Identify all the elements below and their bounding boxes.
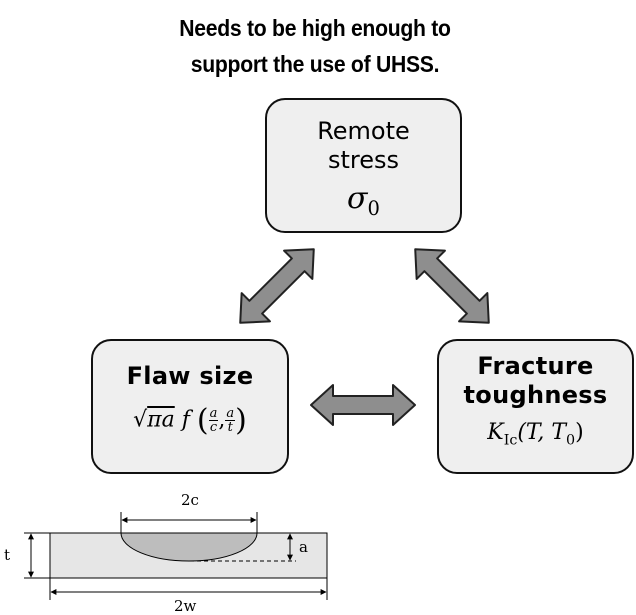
flaw-size-title: Flaw size bbox=[126, 362, 254, 390]
sqrt-argument: πa bbox=[147, 407, 175, 433]
fraction-1-numerator: a bbox=[208, 406, 219, 421]
fracture-toughness-formula: KIc(T, T0) bbox=[439, 420, 632, 448]
k-close-paren: ) bbox=[575, 420, 584, 445]
fracture-toughness-title: Fracture toughness bbox=[439, 352, 632, 410]
fraction-1-denominator: c bbox=[209, 420, 218, 435]
open-paren: ( bbox=[196, 403, 209, 438]
fraction-2-numerator: a bbox=[225, 406, 236, 421]
remote-stress-formula: σ0 bbox=[267, 181, 460, 220]
sqrt-symbol: √ bbox=[133, 407, 148, 433]
t0-subscript: 0 bbox=[566, 432, 576, 449]
sigma-symbol: σ bbox=[347, 181, 368, 216]
sigma-subscript: 0 bbox=[367, 197, 380, 220]
fracture-toughness-box: Fracture toughness KIc(T, T0) bbox=[437, 339, 634, 474]
fraction-comma: , bbox=[218, 407, 226, 433]
function-f: f bbox=[181, 407, 190, 433]
double-arrow-flaw-fracture bbox=[310, 384, 416, 426]
headline-line-1: Needs to be high enough to bbox=[179, 15, 451, 41]
close-paren: ) bbox=[235, 403, 247, 438]
remote-title-line-1: Remote bbox=[317, 117, 410, 145]
double-arrow-remote-flaw bbox=[239, 248, 315, 324]
fracture-title-line-1: Fracture bbox=[477, 352, 594, 380]
label-2w: 2w bbox=[174, 597, 197, 615]
k-subscript: Ic bbox=[503, 432, 518, 449]
double-arrow-remote-fracture bbox=[414, 248, 490, 324]
remote-stress-box: Remote stress σ0 bbox=[265, 98, 462, 233]
fraction-2-denominator: t bbox=[227, 420, 233, 435]
headline-line-2: support the use of UHSS. bbox=[190, 51, 440, 77]
label-t: t bbox=[4, 546, 10, 564]
k-symbol: K bbox=[487, 420, 504, 445]
k-arguments: (T, T bbox=[517, 420, 567, 445]
remote-stress-title: Remote stress bbox=[267, 117, 460, 175]
label-a: a bbox=[299, 538, 308, 556]
headline: Needs to be high enough to support the u… bbox=[163, 10, 467, 82]
fracture-title-line-2: toughness bbox=[463, 381, 608, 409]
label-2c: 2c bbox=[181, 491, 199, 509]
remote-title-line-2: stress bbox=[327, 146, 400, 174]
